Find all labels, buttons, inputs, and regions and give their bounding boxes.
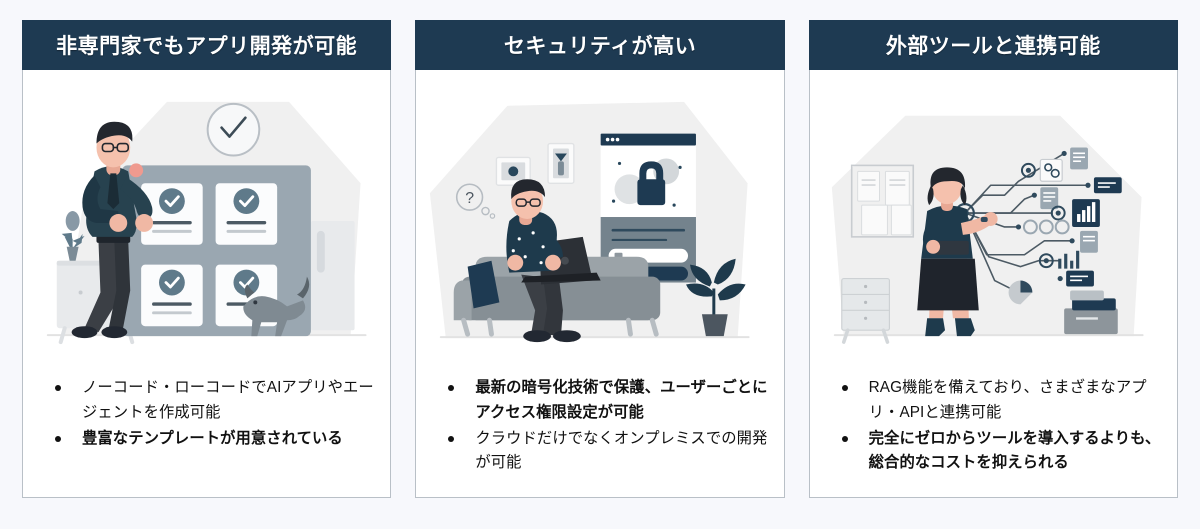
panel-body-external-tool-integration: RAG機能を備えており、さまざまなアプリ・APIと連携可能 完全にゼロからツール…: [808, 70, 1178, 498]
bullet-list-no-code-development: ノーコード・ローコードでAIアプリやエージェントを作成可能 豊富なテンプレートが…: [23, 368, 390, 497]
list-item: RAG機能を備えており、さまざまなアプリ・APIと連携可能: [832, 376, 1163, 426]
panel-title-no-code-development: 非専門家でもアプリ開発が可能: [22, 20, 392, 70]
list-item: 完全にゼロからツールを導入するよりも、総合的なコストを抑えられる: [832, 427, 1163, 477]
svg-text:?: ?: [466, 190, 475, 207]
illustration-woman-with-branching-integration-network: [810, 70, 1177, 368]
list-item: ノーコード・ローコードでAIアプリやエージェントを作成可能: [45, 376, 376, 426]
bullet-list-external-tool-integration: RAG機能を備えており、さまざまなアプリ・APIと連携可能 完全にゼロからツール…: [810, 368, 1177, 497]
panel-body-no-code-development: ノーコード・ローコードでAIアプリやエージェントを作成可能 豊富なテンプレートが…: [22, 70, 392, 498]
panel-title-high-security: セキュリティが高い: [415, 20, 785, 70]
list-item: 豊富なテンプレートが用意されている: [45, 427, 376, 452]
bullet-list-high-security: 最新の暗号化技術で保護、ユーザーごとにアクセス権限設定が可能 クラウドだけでなく…: [416, 368, 783, 497]
secure-login-illustration-svg: ?: [430, 101, 750, 343]
illustration-person-on-couch-with-laptop-and-secure-login-screen: ?: [416, 70, 783, 368]
panel-external-tool-integration: 外部ツールと連携可能: [808, 20, 1178, 498]
checklist-board-illustration-svg: [46, 101, 367, 345]
list-item: クラウドだけでなくオンプレミスでの開発が可能: [438, 427, 769, 477]
panel-title-external-tool-integration: 外部ツールと連携可能: [808, 20, 1178, 70]
list-item: 最新の暗号化技術で保護、ユーザーごとにアクセス権限設定が可能: [438, 376, 769, 426]
panel-no-code-development: 非専門家でもアプリ開発が可能: [22, 20, 392, 498]
panel-high-security: セキュリティが高い ?: [415, 20, 785, 498]
panel-body-high-security: ?: [415, 70, 785, 498]
integration-network-illustration-svg: [831, 115, 1144, 344]
illustration-person-with-checklist-board-and-dog: [23, 70, 390, 368]
